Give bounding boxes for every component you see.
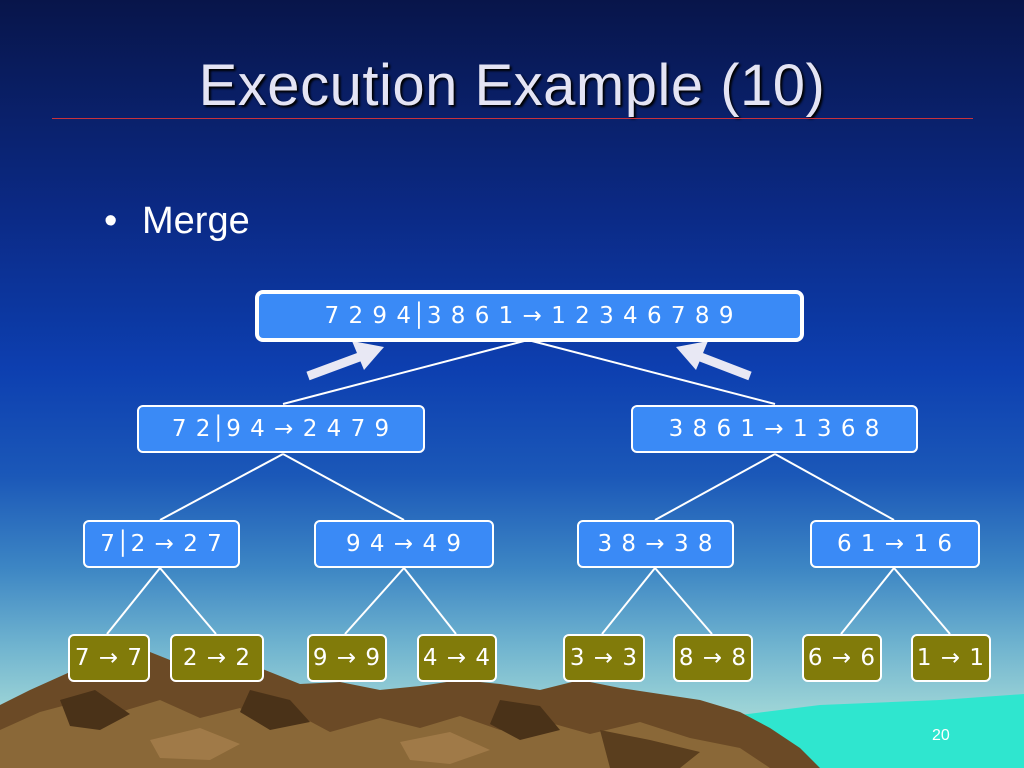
leaf-node: 2 → 2 [170, 634, 264, 682]
node-root: 7 2 9 4│3 8 6 1 → 1 2 3 4 6 7 8 9 [255, 290, 804, 342]
merge-arrow-left-icon [306, 341, 384, 381]
slide-title: Execution Example (10) [198, 53, 826, 118]
node-level2-2: 9 4 → 4 9 [314, 520, 494, 568]
leaf-node: 7 → 7 [68, 634, 150, 682]
node-level1-right: 3 8 6 1 → 1 3 6 8 [631, 405, 918, 453]
leaf-node: 9 → 9 [307, 634, 387, 682]
bullet-text: Merge [142, 200, 250, 242]
title-divider [52, 118, 973, 119]
leaf-node: 4 → 4 [417, 634, 497, 682]
node-level2-4: 6 1 → 1 6 [810, 520, 980, 568]
leaf-node: 1 → 1 [911, 634, 991, 682]
bullet-dot: • [104, 200, 118, 242]
node-level2-3: 3 8 → 3 8 [577, 520, 734, 568]
node-level1-left: 7 2│9 4 → 2 4 7 9 [137, 405, 425, 453]
leaf-node: 6 → 6 [802, 634, 882, 682]
merge-arrow-right-icon [676, 341, 752, 381]
leaf-node: 3 → 3 [563, 634, 645, 682]
bullet-item: • Merge [104, 200, 250, 243]
node-level2-1: 7│2 → 2 7 [83, 520, 240, 568]
slide-number: 20 [932, 727, 950, 744]
leaf-node: 8 → 8 [673, 634, 753, 682]
